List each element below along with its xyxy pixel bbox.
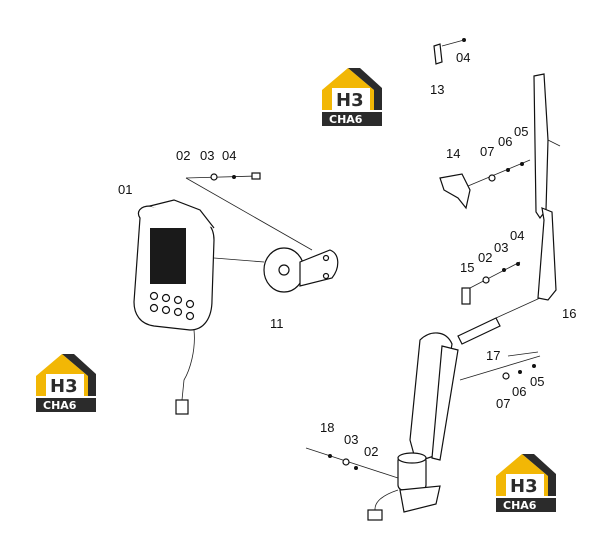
monitor-part [133, 199, 215, 415]
callout-18: 18 [320, 420, 334, 435]
callout-06a: 06 [498, 134, 512, 149]
monitor-screen [150, 228, 186, 284]
callout-04c: 04 [510, 228, 524, 243]
callout-03c: 03 [344, 432, 358, 447]
wiper-blade-part [533, 73, 561, 301]
callout-13: 13 [430, 82, 444, 97]
clip-part-13 [433, 38, 466, 65]
mount-bracket-part [185, 177, 339, 293]
logo-mark: H3 [336, 90, 364, 111]
callout-05a: 05 [514, 124, 528, 139]
callout-07b: 07 [496, 396, 510, 411]
monitor-cable [181, 329, 195, 401]
logo-caption: CHA6 [43, 399, 77, 412]
callout-11: 11 [270, 316, 284, 331]
callout-14: 14 [446, 146, 460, 161]
callout-03b: 03 [494, 240, 508, 255]
brand-logo-left: H3 CHA6 [36, 354, 96, 412]
callout-16: 16 [562, 306, 576, 321]
callout-17: 17 [486, 348, 500, 363]
logo-caption: CHA6 [329, 113, 363, 126]
callout-06b: 06 [512, 384, 526, 399]
callout-15: 15 [460, 260, 474, 275]
brand-logo-bottom: H3 CHA6 [496, 454, 556, 512]
callout-03a: 03 [200, 148, 214, 163]
spring-rod [457, 317, 501, 345]
callout-02b: 02 [478, 250, 492, 265]
callout-04a: 04 [222, 148, 236, 163]
bracket-part-14 [439, 159, 531, 210]
callout-02c: 02 [364, 444, 378, 459]
bracket-part-15 [461, 261, 521, 305]
wiper-motor-part [367, 452, 441, 521]
brand-logo-top: H3 CHA6 [322, 68, 382, 126]
logo-mark: H3 [50, 376, 78, 397]
logo-mark: H3 [510, 476, 538, 497]
wiper-arm-part [409, 297, 541, 463]
callout-02a: 02 [176, 148, 190, 163]
callout-07a: 07 [480, 144, 494, 159]
callout-01: 01 [118, 182, 132, 197]
monitor-buttons [149, 291, 195, 321]
callout-05b: 05 [530, 374, 544, 389]
callout-04b: 04 [456, 50, 470, 65]
fasteners-group-b [305, 447, 399, 479]
fasteners-group-a [185, 172, 261, 181]
monitor-connector [175, 399, 189, 415]
logo-caption: CHA6 [503, 499, 537, 512]
